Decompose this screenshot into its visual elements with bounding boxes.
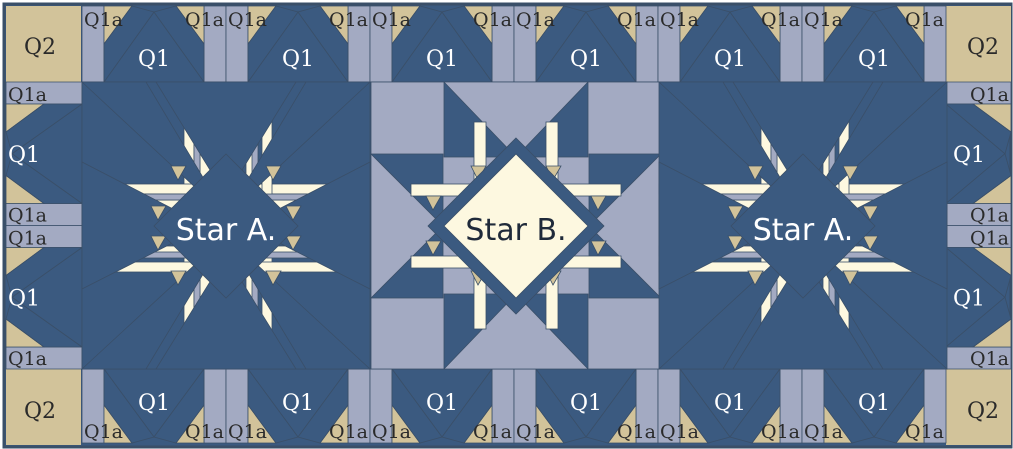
q1a-label: Q1a: [8, 348, 47, 370]
q1a-label: Q1a: [970, 348, 1009, 370]
q2-label: Q2: [967, 35, 999, 60]
q1-label: Q1: [953, 143, 985, 168]
q2-label: Q2: [24, 399, 56, 424]
q1a-label: Q1a: [516, 421, 555, 443]
q1a-label: Q1a: [84, 421, 123, 443]
q1a-label: Q1a: [372, 9, 411, 31]
q1a-label: Q1a: [660, 421, 699, 443]
q1a-label: Q1a: [905, 9, 944, 31]
q1a-label: Q1a: [473, 9, 512, 31]
q1a-label: Q1a: [970, 84, 1009, 106]
q1a-label: Q1a: [8, 228, 47, 250]
q1a-label: Q1a: [905, 421, 944, 443]
q1-label: Q1: [714, 47, 746, 72]
q1-label: Q1: [426, 47, 458, 72]
q1a-label: Q1a: [761, 421, 800, 443]
q1a-label: Q1a: [761, 9, 800, 31]
q1a-label: Q1a: [970, 205, 1009, 227]
q1-label: Q1: [282, 47, 314, 72]
q1-label: Q1: [570, 47, 602, 72]
q1a-label: Q1a: [804, 421, 843, 443]
q1a-label: Q1a: [372, 421, 411, 443]
q2-label: Q2: [24, 35, 56, 60]
q1a-label: Q1a: [185, 9, 224, 31]
q1a-label: Q1a: [804, 9, 843, 31]
q1-label: Q1: [858, 391, 890, 416]
q1a-label: Q1a: [8, 84, 47, 106]
q1-label: Q1: [858, 47, 890, 72]
q1-label: Q1: [282, 391, 314, 416]
q1-label: Q1: [8, 286, 40, 311]
q1-label: Q1: [138, 391, 170, 416]
star-a-label-left: Star A.: [176, 213, 277, 248]
corner-q2-bottom-left: Q2: [6, 369, 81, 445]
q1-label: Q1: [714, 391, 746, 416]
q1a-label: Q1a: [228, 9, 267, 31]
q1-label: Q1: [953, 286, 985, 311]
q1-label: Q1: [8, 143, 40, 168]
corner-q2-top-left: Q2: [6, 6, 81, 82]
q1a-label: Q1a: [228, 421, 267, 443]
q1a-label: Q1a: [660, 9, 699, 31]
q1-label: Q1: [570, 391, 602, 416]
q1a-label: Q1a: [516, 9, 555, 31]
corner-q2-bottom-right: Q2: [946, 369, 1011, 445]
q1a-label: Q1a: [617, 421, 656, 443]
q1a-label: Q1a: [970, 228, 1009, 250]
q1a-label: Q1a: [329, 9, 368, 31]
q1a-label: Q1a: [185, 421, 224, 443]
corner-q2-top-right: Q2: [946, 6, 1011, 82]
q1a-label: Q1a: [473, 421, 512, 443]
q1a-label: Q1a: [84, 9, 123, 31]
q1a-label: Q1a: [329, 421, 368, 443]
q1-label: Q1: [138, 47, 170, 72]
q1a-label: Q1a: [617, 9, 656, 31]
star-b-label: Star B.: [465, 213, 566, 248]
q2-label: Q2: [967, 399, 999, 424]
star-a-label-right: Star A.: [753, 213, 854, 248]
q1a-label: Q1a: [8, 205, 47, 227]
q1-label: Q1: [426, 391, 458, 416]
